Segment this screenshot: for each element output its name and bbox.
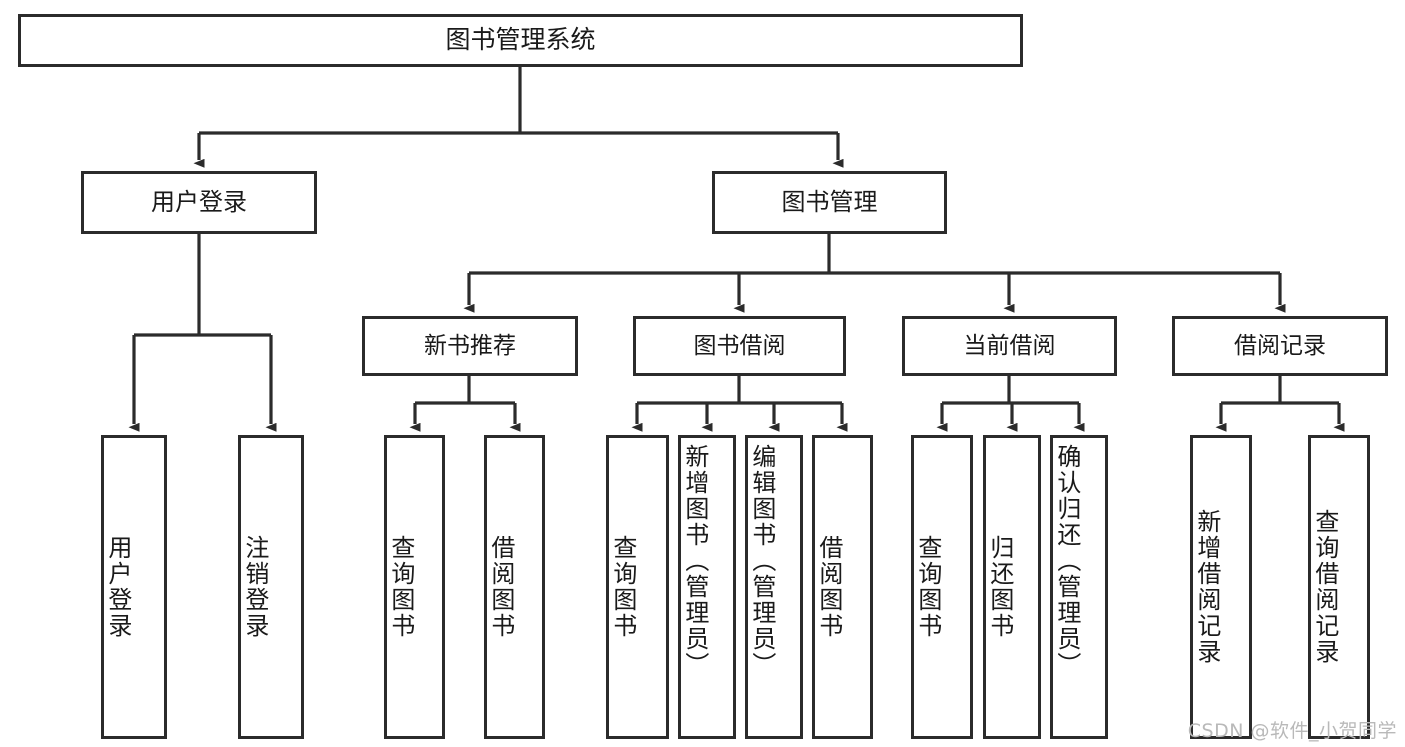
leaf-cb-confirm-return[interactable]: 确认归还（管理员） xyxy=(1050,435,1108,739)
leaf-cb-return-book[interactable]: 归还图书 xyxy=(983,435,1041,739)
leaf-bb-add-book[interactable]: 新增图书（管理员） xyxy=(678,435,736,739)
leaf-bb-borrow-book[interactable]: 借阅图书 xyxy=(812,435,873,739)
node-label: 用户登录 xyxy=(151,187,247,216)
leaf-label: 确认归还（管理员） xyxy=(1052,444,1081,678)
leaf-user-logout[interactable]: 注销登录 xyxy=(238,435,304,739)
leaf-label: 查询图书 xyxy=(913,535,942,639)
leaf-label: 编辑图书（管理员） xyxy=(747,444,776,678)
node-book-borrow[interactable]: 图书借阅 xyxy=(633,316,846,376)
leaf-label: 借阅图书 xyxy=(814,535,843,639)
node-user-login[interactable]: 用户登录 xyxy=(81,171,317,234)
leaf-cb-query-book[interactable]: 查询图书 xyxy=(911,435,973,739)
node-current-borrow[interactable]: 当前借阅 xyxy=(902,316,1117,376)
leaf-user-login[interactable]: 用户登录 xyxy=(101,435,167,739)
node-label: 当前借阅 xyxy=(963,332,1056,359)
leaf-label: 注销登录 xyxy=(240,535,269,639)
leaf-label: 查询借阅记录 xyxy=(1310,509,1339,665)
node-label: 图书管理 xyxy=(781,187,878,216)
leaf-label: 新增借阅记录 xyxy=(1192,509,1221,665)
leaf-bb-query-book[interactable]: 查询图书 xyxy=(606,435,669,739)
leaf-label: 归还图书 xyxy=(985,535,1014,639)
leaf-br-query-record[interactable]: 查询借阅记录 xyxy=(1308,435,1370,739)
node-root[interactable]: 图书管理系统 xyxy=(18,14,1023,67)
node-label: 借阅记录 xyxy=(1234,332,1326,359)
node-root-label: 图书管理系统 xyxy=(445,25,596,55)
leaf-label: 新增图书（管理员） xyxy=(680,444,709,678)
node-borrow-record[interactable]: 借阅记录 xyxy=(1172,316,1388,376)
leaf-br-add-record[interactable]: 新增借阅记录 xyxy=(1190,435,1252,739)
node-book-manage[interactable]: 图书管理 xyxy=(712,171,947,234)
leaf-rec-borrow-book[interactable]: 借阅图书 xyxy=(484,435,545,739)
leaf-label: 借阅图书 xyxy=(486,535,515,639)
leaf-label: 查询图书 xyxy=(608,535,637,639)
node-label: 新书推荐 xyxy=(424,332,516,359)
leaf-label: 查询图书 xyxy=(386,535,415,639)
node-label: 图书借阅 xyxy=(693,332,786,359)
node-new-book-rec[interactable]: 新书推荐 xyxy=(362,316,578,376)
leaf-rec-query-book[interactable]: 查询图书 xyxy=(384,435,445,739)
leaf-label: 用户登录 xyxy=(103,535,132,639)
leaf-bb-edit-book[interactable]: 编辑图书（管理员） xyxy=(745,435,803,739)
